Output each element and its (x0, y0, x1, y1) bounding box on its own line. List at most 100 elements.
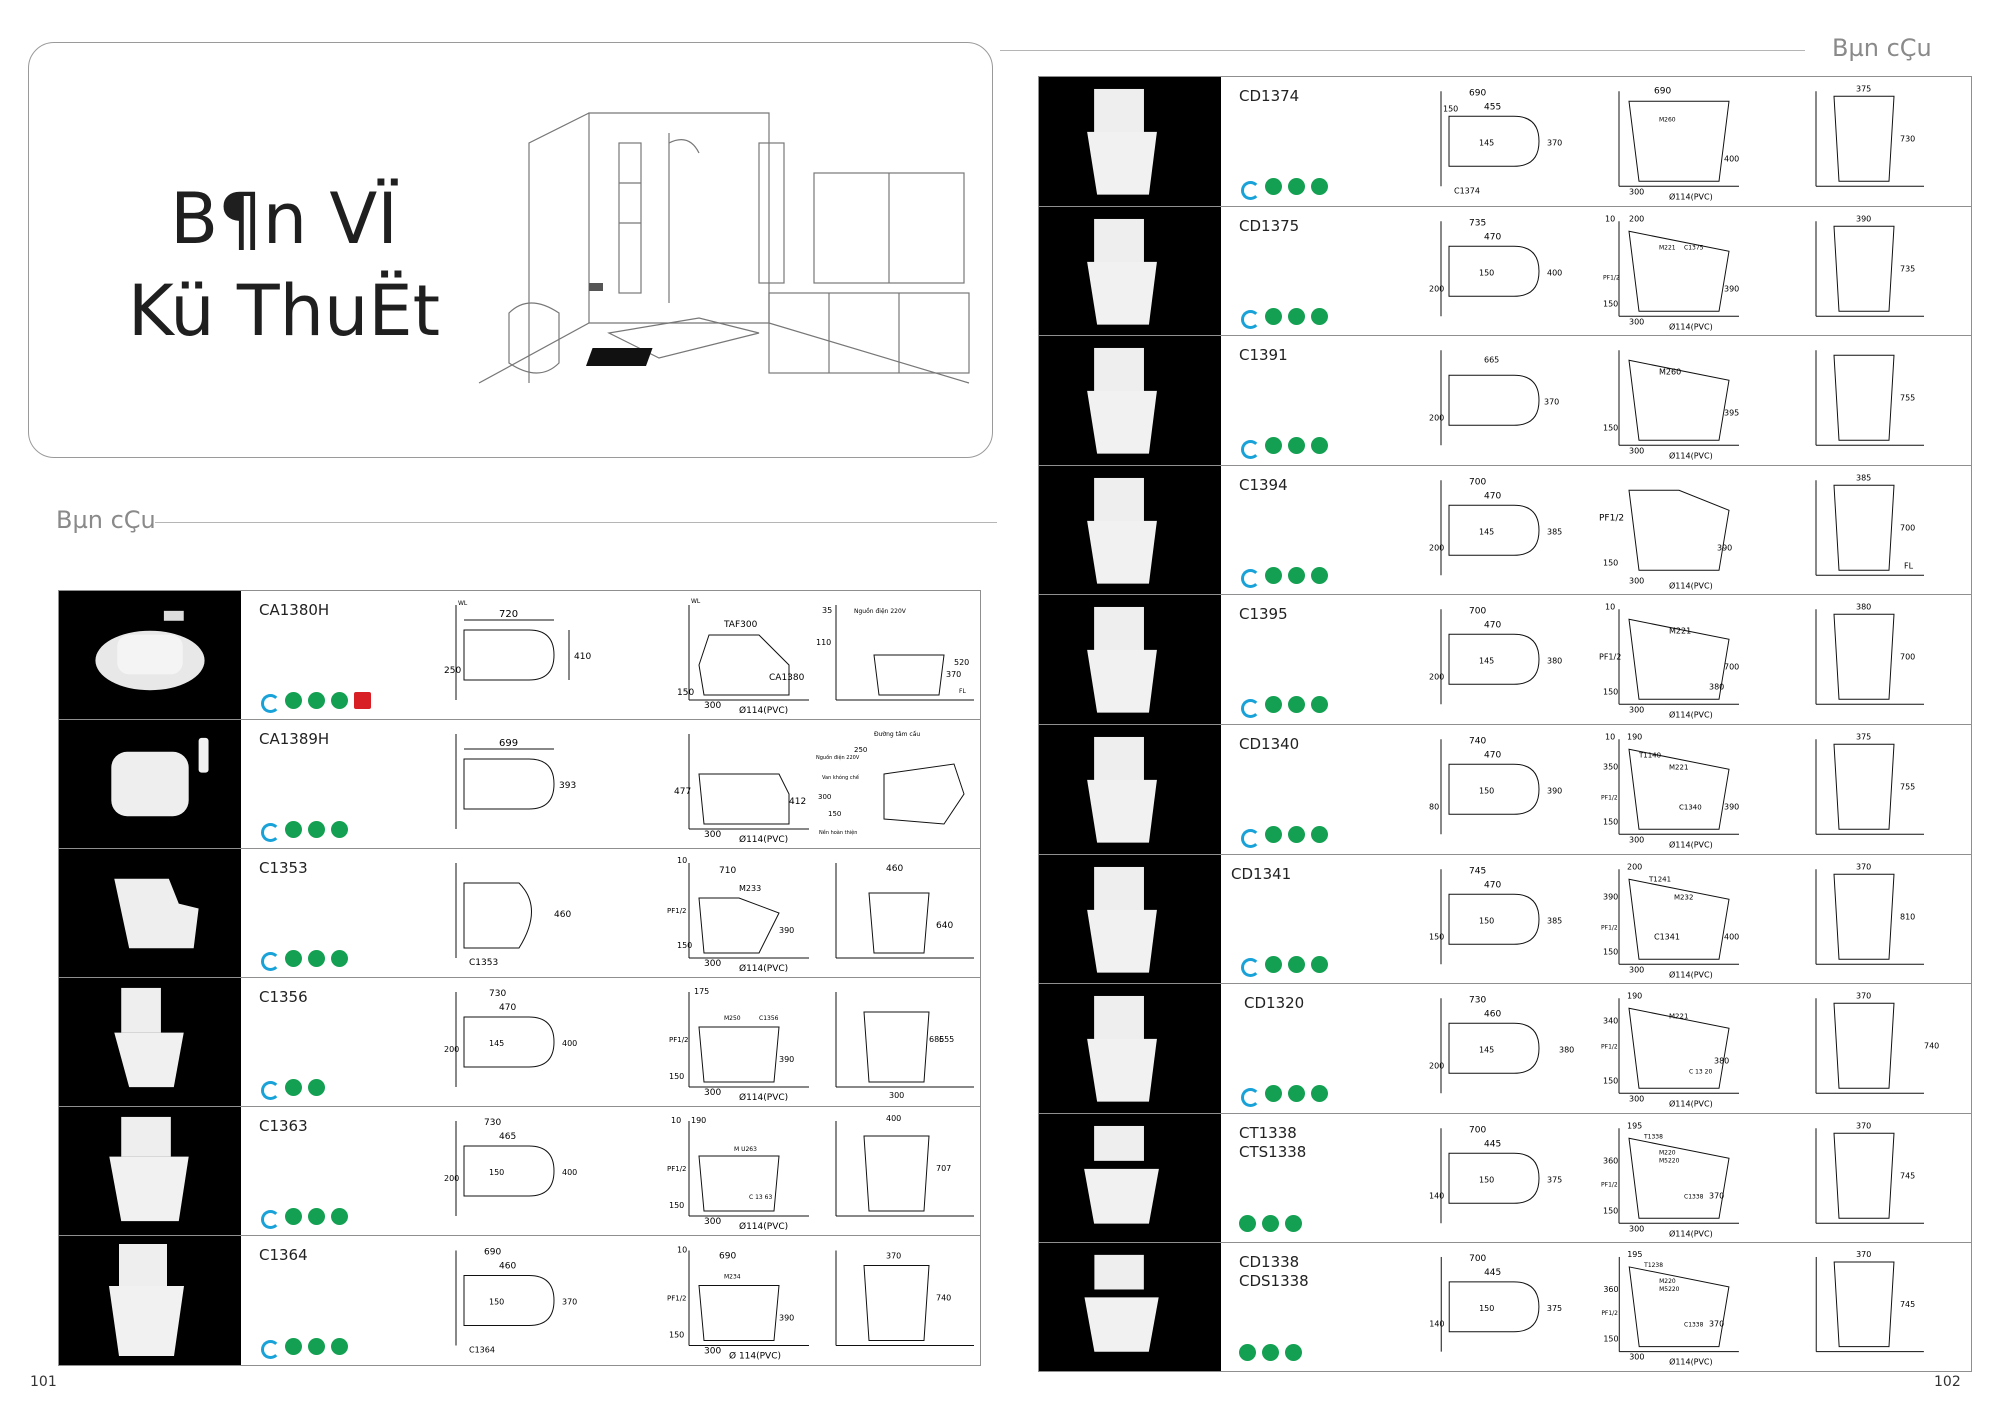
model-code: CD1341 (1231, 864, 1292, 883)
dim-label: Ø114(PVC) (1669, 580, 1713, 590)
section-divider-right (1000, 50, 1805, 51)
dim-label: Ø114(PVC) (1669, 1357, 1713, 1367)
dim-label: WL (458, 600, 468, 607)
dim-label: M5220 (1659, 1286, 1680, 1293)
dim-label: Ø114(PVC) (1669, 1228, 1713, 1238)
dim-label: 80 (1429, 802, 1439, 811)
feature-icon (1285, 1215, 1302, 1233)
dim-label: 390 (1717, 543, 1732, 552)
dim-label: 700 (1469, 1254, 1486, 1264)
dim-label: 735 (1469, 218, 1486, 228)
dim-label: PF1/2 (1599, 513, 1624, 523)
product-photo (59, 1236, 241, 1365)
feature-icon (1311, 1085, 1328, 1103)
model-code: CT1338 CTS1338 (1239, 1123, 1307, 1161)
dim-label: 150 (1479, 268, 1494, 277)
dim-label: C1374 (1454, 186, 1480, 195)
dim-label: 300 (1629, 1353, 1644, 1362)
dim-label: 140 (1429, 1320, 1444, 1329)
dim-label: Ø 114(PVC) (729, 1351, 781, 1362)
dim-label: PF1/2 (1601, 1310, 1618, 1317)
feature-icon (331, 820, 348, 838)
dim-label: 380 (1856, 603, 1871, 612)
dim-label: 150 (1603, 423, 1618, 432)
dim-label: 10 (671, 1116, 681, 1125)
dim-label: 465 (499, 1132, 516, 1142)
dim-label: Van khóng chế (822, 774, 860, 781)
dim-label: 150 (1479, 1304, 1494, 1313)
water-saving-icon (1239, 437, 1260, 459)
model-code: CD1375 (1239, 216, 1300, 235)
feature-icon (331, 1337, 348, 1355)
dim-label: C1338 (1684, 1193, 1704, 1200)
front-view-drawing: 755 (1804, 340, 1964, 461)
dim-label: 200 (1429, 1061, 1444, 1070)
dim-label: 470 (1484, 880, 1501, 890)
dim-label: 150 (1603, 1206, 1618, 1215)
feature-icon (1262, 1215, 1279, 1233)
dim-label: Ø114(PVC) (1669, 839, 1713, 849)
product-photo (59, 591, 241, 719)
dim-label: 175 (694, 987, 709, 996)
dim-label: PF1/2 (1601, 1043, 1618, 1050)
page-number-left: 101 (30, 1374, 57, 1390)
dim-label: 370 (1856, 1121, 1871, 1130)
dim-label: 640 (936, 921, 953, 931)
dim-label: M221 (1659, 244, 1676, 251)
dim-label: M234 (724, 1274, 741, 1281)
dim-label: 395 (1724, 408, 1739, 417)
section-label-left: Bµn cÇu (56, 506, 156, 534)
dim-label: 380 (1714, 1056, 1729, 1065)
dim-label: 150 (1603, 1076, 1618, 1085)
dim-label: PF1/2 (1603, 274, 1620, 281)
dim-label: 150 (1443, 104, 1458, 113)
dim-label: 390 (779, 1314, 794, 1323)
dim-label: 145 (1479, 657, 1494, 666)
dim-label: 375 (1856, 732, 1871, 741)
product-photo (1039, 1113, 1221, 1243)
dim-label: 400 (1724, 154, 1739, 163)
dim-label: 685 (929, 1035, 944, 1044)
dim-label: 470 (1484, 232, 1501, 242)
dim-label: 707 (936, 1164, 951, 1173)
dim-label: 390 (1547, 786, 1562, 795)
feature-badges (1239, 437, 1328, 459)
dim-label: 190 (1627, 732, 1642, 741)
feature-icon (308, 1337, 325, 1355)
feature-icon (285, 1078, 302, 1096)
dim-label: Ø114(PVC) (1669, 1098, 1713, 1108)
dim-label: 200 (1429, 413, 1444, 422)
dim-label: 370 (1856, 1250, 1871, 1259)
dim-label: Ø114(PVC) (739, 1092, 788, 1102)
dim-label: 300 (704, 1088, 721, 1098)
dim-label: M220 (1659, 1278, 1676, 1285)
feature-icon (1239, 1343, 1256, 1361)
feature-icon (1311, 826, 1328, 844)
dim-label: C1375 (1684, 244, 1704, 251)
dim-label: 150 (489, 1298, 504, 1307)
dim-label: 300 (1629, 446, 1644, 455)
dim-label: 370 (1547, 138, 1562, 147)
dim-label: 520 (954, 658, 969, 667)
dim-label: 370 (1709, 1191, 1724, 1200)
dim-label: 10 (677, 1246, 687, 1255)
dim-label: 140 (1429, 1191, 1444, 1200)
section-label-right: Bµn cÇu (1832, 34, 1932, 62)
dim-label: 300 (1629, 576, 1644, 585)
dim-label: 110 (816, 638, 831, 647)
dim-label: 699 (499, 738, 518, 749)
dim-label: CA1380 (769, 673, 805, 683)
dim-label: 470 (1484, 621, 1501, 631)
feature-icon (1265, 955, 1282, 973)
